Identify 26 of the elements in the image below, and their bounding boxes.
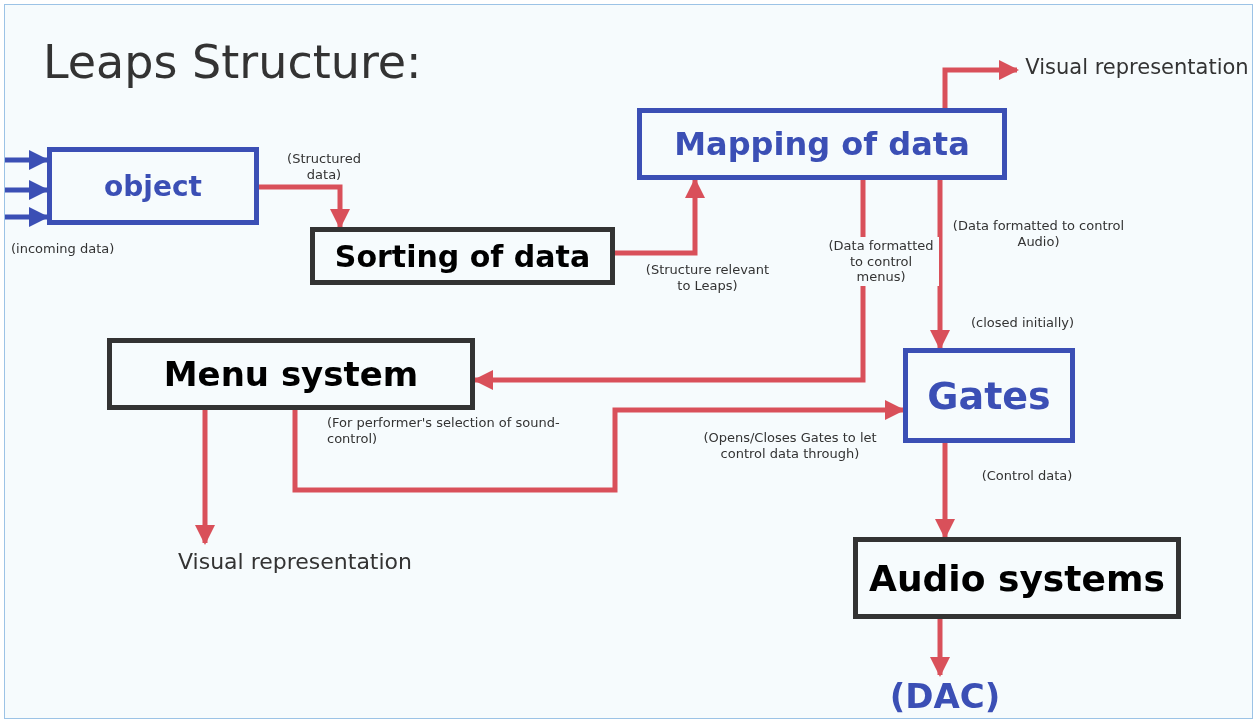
arrow <box>259 184 350 229</box>
arrow <box>930 180 950 350</box>
process-box: Sorting of data <box>310 227 615 285</box>
process-box: Mapping of data <box>637 108 1007 180</box>
output-text: Visual representation <box>153 543 437 579</box>
arrow <box>5 207 49 227</box>
output-text: (DAC) <box>867 675 1023 717</box>
edge-label: (Structure relevant to Leaps) <box>643 261 772 295</box>
process-box: object <box>47 147 259 225</box>
arrow <box>473 180 866 390</box>
arrow <box>930 619 950 677</box>
arrow <box>5 180 49 200</box>
process-box: Audio systems <box>853 537 1181 619</box>
arrow <box>195 410 215 545</box>
note-text: (incoming data) <box>11 241 116 257</box>
process-box: Gates <box>903 348 1075 443</box>
diagram-title: Leaps Structure: <box>43 35 422 89</box>
arrow <box>292 400 905 493</box>
note-text: (closed initially) <box>971 315 1076 331</box>
arrow <box>5 150 49 170</box>
arrow <box>942 60 1019 108</box>
arrow <box>615 178 705 256</box>
arrow <box>935 443 955 539</box>
output-text: Visual representation <box>1017 50 1257 84</box>
note-text: (For performer's selection of sound-control) <box>327 415 561 447</box>
process-box: Menu system <box>107 338 475 410</box>
